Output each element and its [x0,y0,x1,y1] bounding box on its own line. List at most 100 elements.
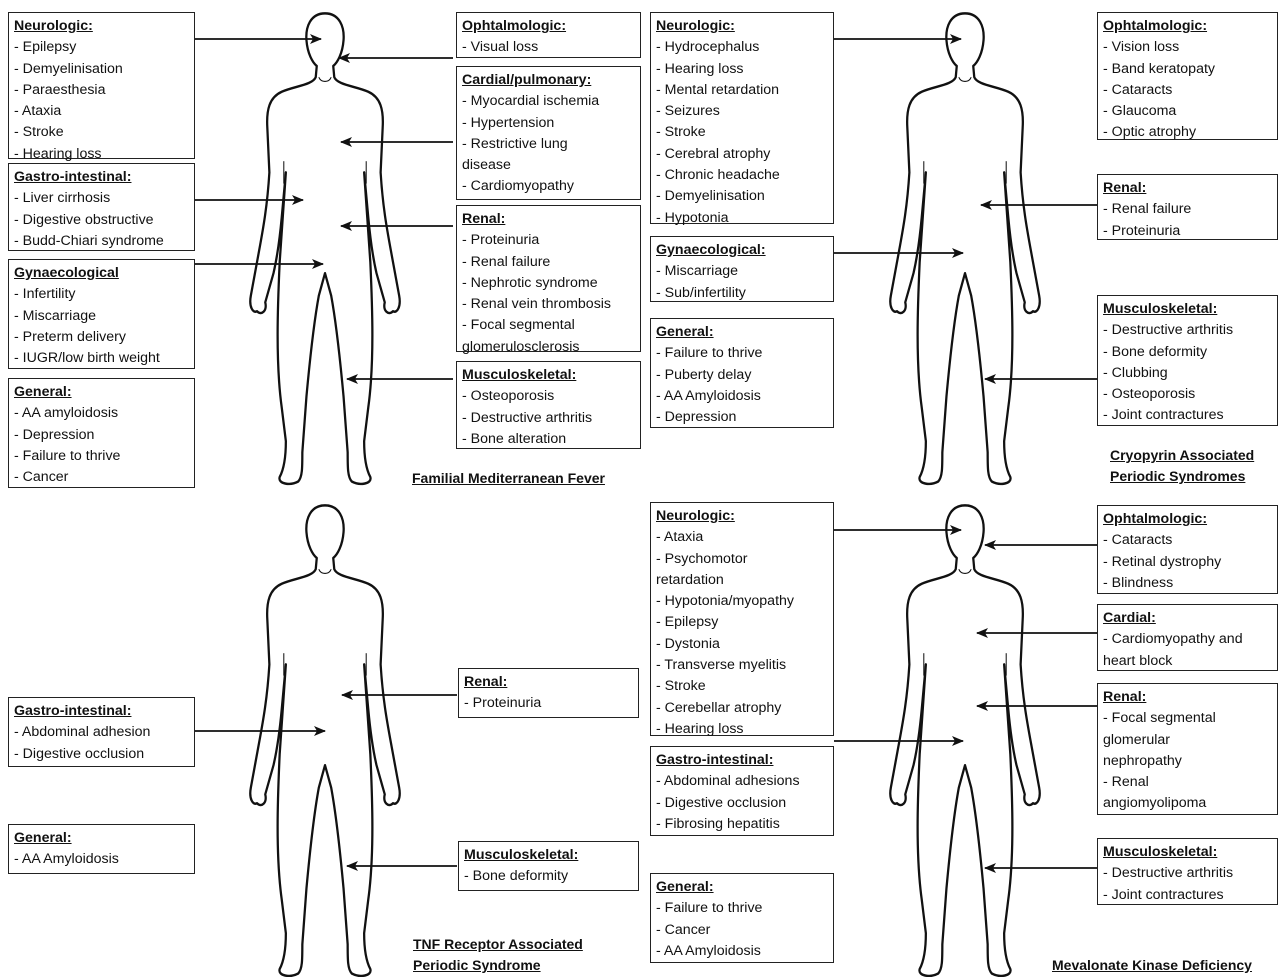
caps-renal-box: Renal: - Renal failure - Proteinuria [1097,174,1278,240]
box-list: - AA Amyloidosis [14,849,188,870]
list-item: - Blindness [1103,573,1271,594]
list-item: - Renal failure [462,252,634,273]
box-heading: Ophtalmologic: [1103,509,1271,530]
box-list: - Osteoporosis - Destructive arthritis -… [462,386,634,450]
list-item: - Renal vein thrombosis [462,294,634,315]
list-item: - Stroke [656,676,827,697]
list-item: - Infertility [14,284,188,305]
box-list: - Hydrocephalus - Hearing loss - Mental … [656,37,827,229]
list-item: - Sub/infertility [656,283,827,304]
list-item: - Preterm delivery [14,327,188,348]
list-item: - Cancer [14,467,188,488]
mkd-ophtalmologic-box: Ophtalmologic: - Cataracts - Retinal dys… [1097,505,1278,594]
list-item: - Epilepsy [14,37,188,58]
list-item: - Clubbing [1103,363,1271,384]
mkd-cardial-box: Cardial: - Cardiomyopathy and heart bloc… [1097,604,1278,671]
traps-musculoskeletal-box: Musculoskeletal: - Bone deformity [458,841,639,891]
box-list: - Bone deformity [464,866,632,887]
list-item: - Cerebral atrophy [656,144,827,165]
caps-neurologic-box: Neurologic: - Hydrocephalus - Hearing lo… [650,12,834,224]
list-item: - Cardiomyopathy and heart block [1103,629,1275,672]
caps-gynaecological-box: Gynaecological: - Miscarriage - Sub/infe… [650,236,834,302]
box-heading: Gastro-intestinal: [656,750,827,771]
box-list: - AA amyloidosis - Depression - Failure … [14,403,188,488]
box-heading: Renal: [464,672,632,693]
box-list: - Focal segmental glomerular nephropathy… [1103,708,1271,814]
list-item: - Digestive obstructive [14,210,188,231]
list-item: - Destructive arthritis [1103,863,1271,884]
list-item: - Ataxia [14,101,188,122]
box-heading: Neurologic: [14,16,188,37]
list-item: - Hearing loss [656,719,827,740]
list-item: - Osteoporosis [1103,384,1271,405]
caps-ophtalmologic-box: Ophtalmologic: - Vision loss - Band kera… [1097,12,1278,140]
list-item: - IUGR/low birth weight [14,348,188,369]
box-heading: General: [656,877,827,898]
box-list: - Miscarriage - Sub/infertility [656,261,827,304]
box-list: - Epilepsy - Demyelinisation - Paraesthe… [14,37,188,165]
box-list: - Myocardial ischemia - Hypertension - R… [462,91,634,197]
box-heading: Musculoskeletal: [464,845,632,866]
list-item: - Renal failure [1103,199,1271,220]
fmf-general-box: General: - AA amyloidosis - Depression -… [8,378,195,488]
box-list: - Failure to thrive - Puberty delay - AA… [656,343,827,428]
box-list: - Abdominal adhesions - Digestive occlus… [656,771,827,835]
panel-title-caps: Cryopyrin Associated Periodic Syndromes [1110,445,1270,487]
box-heading: Ophtalmologic: [462,16,634,37]
list-item: - Osteoporosis [462,386,634,407]
list-item: - Fibrosing hepatitis [656,814,827,835]
box-heading: Neurologic: [656,16,827,37]
list-item: - Renal angiomyolipoma [1103,772,1233,815]
box-list: - Proteinuria - Renal failure - Nephroti… [462,230,634,358]
list-item: - Puberty delay [656,365,827,386]
list-item: - Paraesthesia [14,80,188,101]
list-item: - Digestive occlusion [656,793,827,814]
list-item: - Stroke [656,122,827,143]
list-item: - Retinal dystrophy [1103,552,1271,573]
box-list: - Proteinuria [464,693,632,714]
box-list: - Liver cirrhosis - Digestive obstructiv… [14,188,188,252]
box-heading: General: [14,828,188,849]
box-list: - Renal failure - Proteinuria [1103,199,1271,242]
mkd-musculoskeletal-box: Musculoskeletal: - Destructive arthritis… [1097,838,1278,905]
box-heading: Renal: [1103,687,1271,708]
panel-title-mkd: Mevalonate Kinase Deficiency [1052,955,1278,976]
list-item: - Restrictive lung disease [462,134,592,177]
panel-title-traps: TNF Receptor Associated Periodic Syndrom… [413,934,618,976]
list-item: - Hearing loss [14,144,188,165]
caps-musculoskeletal-box: Musculoskeletal: - Destructive arthritis… [1097,295,1278,426]
list-item: - Digestive occlusion [14,744,188,765]
list-item: - Cardiomyopathy [462,176,634,197]
box-heading: Renal: [462,209,634,230]
box-heading: Cardial: [1103,608,1271,629]
list-item: - Hypotonia [656,208,827,229]
list-item: - Failure to thrive [656,343,827,364]
traps-general-box: General: - AA Amyloidosis [8,824,195,874]
list-item: - Vision loss [1103,37,1271,58]
box-list: - Cataracts - Retinal dystrophy - Blindn… [1103,530,1271,594]
list-item: - Proteinuria [1103,221,1271,242]
caps-general-box: General: - Failure to thrive - Puberty d… [650,318,834,428]
list-item: - Destructive arthritis [462,408,634,429]
list-item: - Bone deformity [1103,342,1271,363]
traps-gastro-intestinal-box: Gastro-intestinal: - Abdominal adhesion … [8,697,195,767]
list-item: - Cancer [656,920,827,941]
box-heading: Musculoskeletal: [1103,842,1271,863]
list-item: - Chronic headache [656,165,827,186]
list-item: - AA Amyloidosis [14,849,188,870]
box-list: - Abdominal adhesion - Digestive occlusi… [14,722,188,765]
list-item: - Hypotonia/myopathy [656,591,827,612]
box-heading: Neurologic: [656,506,827,527]
list-item: - Cataracts [1103,530,1271,551]
list-item: - Psychomotor retardation [656,549,776,592]
list-item: - Ataxia [656,527,827,548]
box-heading: Gastro-intestinal: [14,701,188,722]
body-figure-traps [250,505,399,975]
box-heading: General: [656,322,827,343]
list-item: - Dystonia [656,634,827,655]
box-heading: Musculoskeletal: [1103,299,1271,320]
fmf-gynaecological-box: Gynaecological - Infertility - Miscarria… [8,259,195,369]
list-item: - Optic atrophy [1103,122,1271,143]
list-item: - Cataracts [1103,80,1271,101]
list-item: - Cerebellar atrophy [656,698,827,719]
